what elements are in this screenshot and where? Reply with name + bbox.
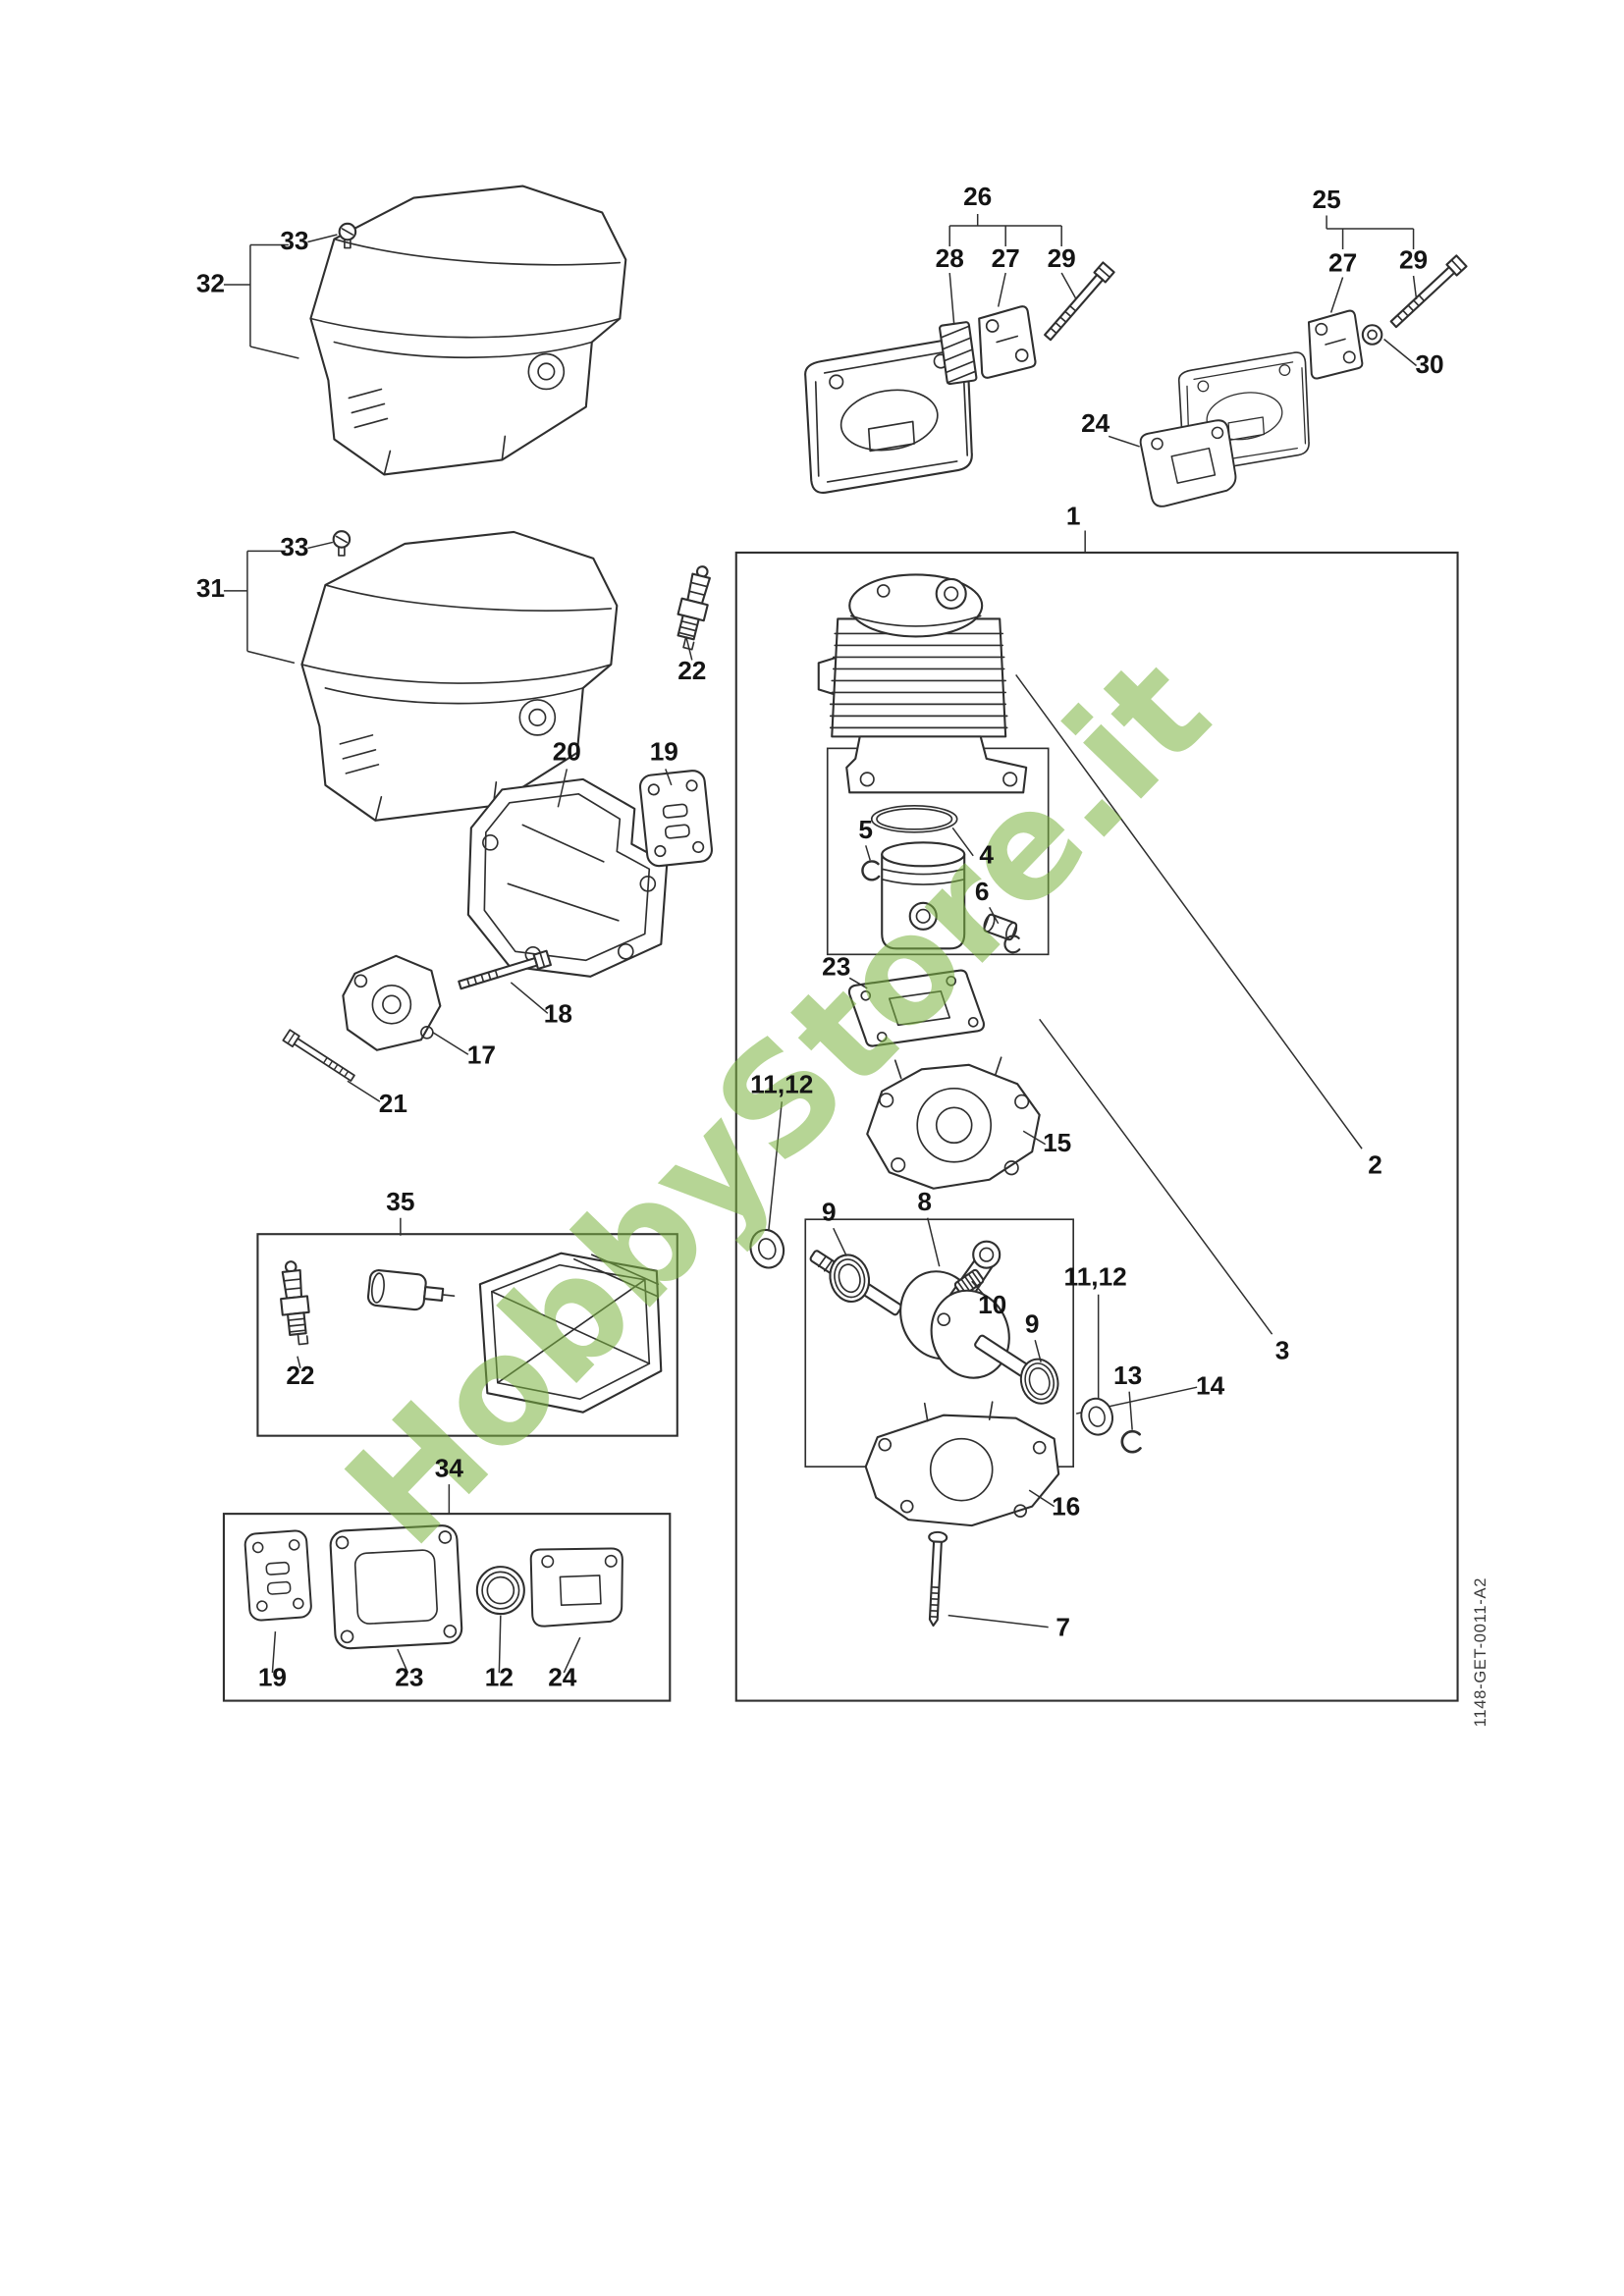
- screw-21-drawing: [282, 1029, 357, 1085]
- piston-ring-4-drawing: [870, 805, 958, 833]
- needle-cage-10-drawing: [953, 1268, 985, 1297]
- callout-19-kit: 19: [258, 1663, 287, 1692]
- crankcase-upper-15-drawing: [866, 1056, 1041, 1190]
- cover-screw-33-bottom: [332, 530, 352, 557]
- piston-drawing: [881, 841, 966, 950]
- callout-28: 28: [936, 243, 964, 273]
- callout-26: 26: [963, 182, 992, 211]
- cylinder-gasket-23-drawing: [847, 969, 985, 1047]
- oil-pump-17-drawing: [342, 954, 442, 1051]
- leader-lines-left: [271, 769, 673, 1674]
- callout-16: 16: [1052, 1492, 1080, 1522]
- piston-group: [861, 805, 1021, 954]
- callout-22: 22: [677, 656, 706, 685]
- callout-33-top: 33: [280, 226, 308, 255]
- screw-7-drawing: [928, 1530, 948, 1628]
- kit-box-35: [256, 1233, 678, 1437]
- crankcase-lower-16-drawing: [864, 1401, 1060, 1527]
- callout-5: 5: [858, 815, 873, 844]
- callout-34: 34: [435, 1454, 464, 1483]
- callout-15: 15: [1043, 1128, 1071, 1157]
- callout-24-kit: 24: [548, 1663, 577, 1692]
- circlip-13-drawing: [1120, 1429, 1142, 1454]
- callout-11-12-right: 11,12: [1064, 1262, 1127, 1292]
- callout-9-right: 9: [1025, 1309, 1040, 1339]
- callout-8: 8: [917, 1187, 932, 1216]
- spark-plug-22: [669, 561, 718, 652]
- cylinder-cover-32: [309, 185, 627, 476]
- callout-9-left: 9: [822, 1198, 837, 1227]
- exhaust-gasket-24: [1138, 418, 1239, 508]
- leader-lines-engine: [768, 827, 1133, 1629]
- callout-24: 24: [1081, 408, 1110, 438]
- callout-labels: 33 32 33 31 22 26 28 27 29 25 27 29 30 2…: [196, 182, 1444, 1692]
- muffler-bolt-29-left: [1041, 261, 1115, 344]
- callout-30: 30: [1415, 349, 1443, 379]
- callout-4: 4: [979, 839, 994, 869]
- gasket-19-top: [637, 768, 715, 869]
- callout-12-kit: 12: [485, 1663, 514, 1692]
- gasket-23-kit-drawing: [329, 1524, 463, 1650]
- washer-30: [1361, 324, 1383, 346]
- callout-29-left: 29: [1048, 243, 1076, 273]
- callout-2: 2: [1368, 1150, 1382, 1180]
- callout-17: 17: [467, 1040, 496, 1069]
- callout-10: 10: [978, 1290, 1006, 1319]
- callout-27-left: 27: [992, 243, 1020, 273]
- callout-20: 20: [553, 736, 581, 766]
- callout-23: 23: [822, 951, 850, 981]
- callout-29-right: 29: [1399, 245, 1428, 275]
- shroud-plate-20-drawing: [466, 777, 669, 978]
- leader-lines-top: [223, 214, 1418, 665]
- kit-box-34: [222, 1513, 672, 1702]
- callout-7: 7: [1056, 1613, 1070, 1642]
- callout-6: 6: [975, 877, 990, 906]
- callout-33-bottom: 33: [280, 532, 308, 561]
- callout-32: 32: [196, 269, 225, 298]
- callout-23-kit: 23: [395, 1663, 423, 1692]
- callout-3: 3: [1275, 1336, 1290, 1365]
- callout-1: 1: [1066, 501, 1081, 530]
- callout-21: 21: [379, 1089, 407, 1118]
- callout-14: 14: [1196, 1371, 1225, 1401]
- callout-19: 19: [650, 736, 678, 766]
- gasket-19-kit-drawing: [243, 1528, 313, 1623]
- piston-pin-6-drawing: [983, 913, 1018, 941]
- callout-18: 18: [544, 998, 572, 1028]
- cylinder-drawing: [817, 573, 1028, 794]
- seal-12-kit-drawing: [475, 1566, 525, 1616]
- spark-plug-22-kit: [276, 1258, 314, 1347]
- callout-27-right: 27: [1328, 248, 1357, 278]
- document-number: 1148-GET-0011-A2: [1472, 1577, 1489, 1728]
- callout-35: 35: [386, 1187, 414, 1216]
- air-baffle-drawing: [478, 1252, 663, 1414]
- callout-13: 13: [1113, 1361, 1142, 1390]
- callout-31: 31: [196, 573, 225, 603]
- fuel-filter-drawing: [366, 1269, 456, 1311]
- muffler-plate-27-left: [978, 305, 1037, 379]
- assembly-box-1: [734, 551, 1459, 1702]
- gasket-24-kit-drawing: [522, 1538, 629, 1635]
- callout-11-12-left: 11,12: [750, 1069, 813, 1098]
- muffler-plate-27-right: [1307, 309, 1364, 380]
- callout-25: 25: [1312, 185, 1340, 214]
- callout-22-kit: 22: [286, 1361, 314, 1390]
- seal-11-12-right: [1076, 1394, 1117, 1439]
- cylinder-cover-31: [300, 530, 619, 822]
- spark-arrestor-screen-28: [939, 321, 978, 386]
